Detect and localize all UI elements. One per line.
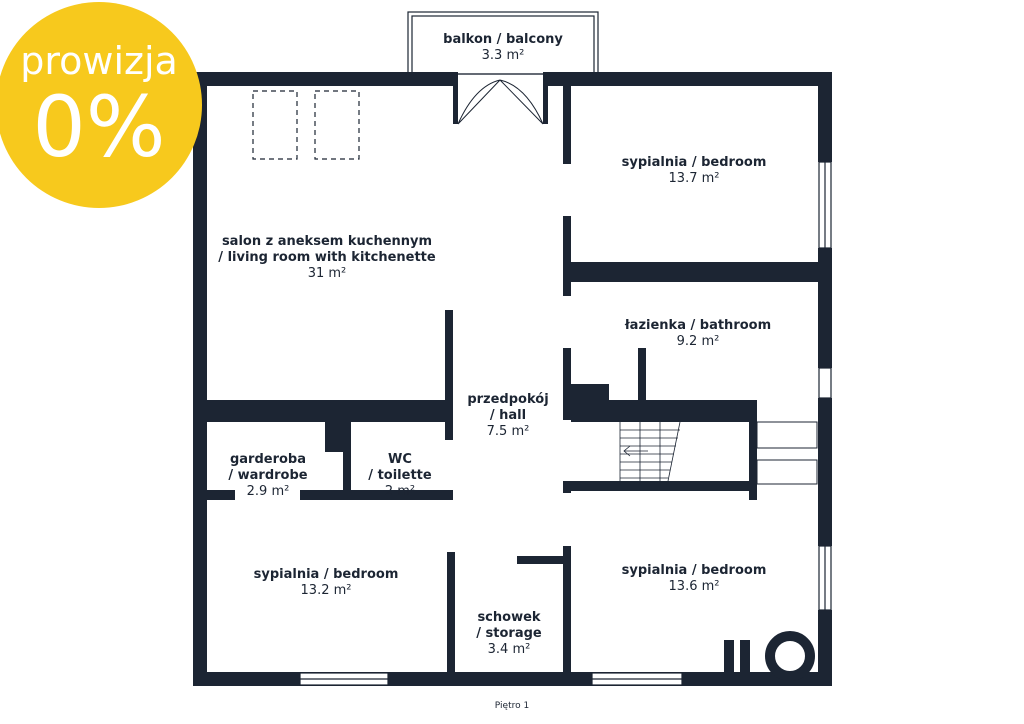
room-living: salon z aneksem kuchennym / living room … <box>218 218 435 298</box>
room-hall: przedpokój / hall 7.5 m² <box>467 376 548 456</box>
room-bathroom: łazienka / bathroom 9.2 m² <box>625 318 771 350</box>
room-area: 2.9 m² <box>246 484 290 499</box>
room-area: 3.4 m² <box>487 642 531 657</box>
windows <box>299 161 832 686</box>
skylights <box>252 90 360 160</box>
room-bedroom-3: sypialnia / bedroom 13.6 m² <box>622 563 767 595</box>
room-name: łazienka / bathroom <box>624 318 772 333</box>
room-area: 13.2 m² <box>300 583 352 598</box>
right-boxes <box>756 421 818 485</box>
room-balcony: balkon / balcony 3.3 m² <box>443 32 563 64</box>
room-name: garderoba / wardrobe <box>228 452 308 483</box>
room-name: sypialnia / bedroom <box>621 563 767 578</box>
commission-badge: prowizja 0% <box>0 2 202 208</box>
room-name: balkon / balcony <box>443 32 563 47</box>
room-area: 13.6 m² <box>668 579 720 594</box>
stairs <box>619 421 681 482</box>
walls <box>193 72 832 686</box>
room-bedroom-2: sypialnia / bedroom 13.2 m² <box>254 567 399 599</box>
room-name: sypialnia / bedroom <box>253 567 399 582</box>
room-name: przedpokój / hall <box>467 392 549 423</box>
room-area: 13.7 m² <box>668 171 720 186</box>
balcony-outline <box>407 11 599 75</box>
badge-line1: prowizja <box>20 39 178 83</box>
balcony-doors <box>457 79 544 125</box>
room-name: schowek / storage <box>476 610 542 641</box>
room-area: 3.3 m² <box>481 48 525 63</box>
room-name: salon z aneksem kuchennym / living room … <box>218 234 436 265</box>
room-storage: schowek / storage 3.4 m² <box>476 594 541 674</box>
floor-label: Piętro 1 <box>494 701 530 711</box>
watermark-logo <box>724 612 830 681</box>
room-area: 2 m² <box>384 484 416 499</box>
room-wc: WC / toilette 2 m² <box>368 436 431 516</box>
room-name: WC / toilette <box>368 452 432 483</box>
room-area: 9.2 m² <box>676 334 720 349</box>
room-wardrobe: garderoba / wardrobe 2.9 m² <box>228 436 307 516</box>
badge-line2: 0% <box>32 78 166 176</box>
room-area: 7.5 m² <box>486 424 530 439</box>
room-area: 31 m² <box>307 266 347 281</box>
room-name: sypialnia / bedroom <box>621 155 767 170</box>
room-bedroom-1: sypialnia / bedroom 13.7 m² <box>622 155 767 187</box>
